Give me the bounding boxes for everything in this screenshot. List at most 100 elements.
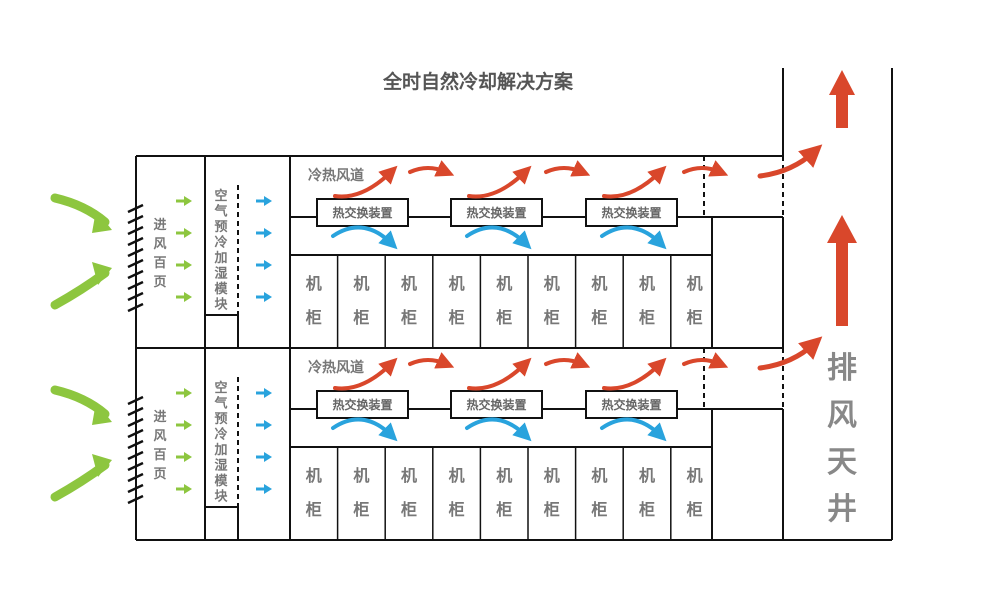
cabinet-char: 机 (449, 466, 465, 485)
cabinet: 机柜 (306, 466, 322, 519)
cabinet: 机柜 (479, 447, 512, 540)
cabinet-char: 机 (544, 274, 560, 293)
hot-air-arrow (602, 165, 667, 199)
heat-exchanger-label: 热交换装置 (601, 397, 661, 412)
intake-louver-char: 风 (153, 237, 166, 252)
small-intake-arrow-head (184, 484, 192, 494)
cabinet-char: 柜 (544, 308, 560, 327)
intake-louver (127, 395, 144, 505)
small-cold-arrow-head (264, 388, 272, 398)
cabinet-char: 柜 (591, 500, 607, 519)
hot-air-arrow (602, 357, 667, 391)
heat-exchanger: 热交换装置 (585, 357, 678, 442)
heat-exchanger-label: 热交换装置 (466, 205, 526, 220)
cabinet-char: 机 (449, 274, 465, 293)
cabinet-char: 机 (591, 274, 607, 293)
precool-module-char: 加 (213, 443, 227, 458)
cabinet-char: 机 (306, 274, 322, 293)
precool-module-char: 预 (214, 220, 227, 235)
cabinet-char: 机 (639, 274, 655, 293)
cabinet-char: 机 (496, 466, 512, 485)
cabinet-char: 机 (687, 466, 703, 485)
heat-exchanger-label: 热交换装置 (601, 205, 661, 220)
precool-module-char: 模 (214, 281, 228, 297)
cabinet-char: 柜 (306, 308, 322, 327)
duct-label: 冷热风道 (308, 359, 364, 376)
cabinet-char: 机 (544, 466, 560, 485)
heat-exchanger: 热交换装置 (316, 165, 409, 250)
cabinet: 机柜 (574, 255, 607, 348)
precool-module-char: 气 (214, 204, 227, 220)
heat-exchanger-label: 热交换装置 (466, 397, 526, 412)
heat-exchanger-label: 热交换装置 (332, 397, 392, 412)
cold-air-arrow (600, 225, 667, 250)
cabinet-char: 柜 (687, 500, 703, 519)
cabinet-char: 机 (401, 466, 417, 485)
cabinet-char: 柜 (496, 500, 512, 519)
cabinet-char: 柜 (639, 500, 655, 519)
intake-arrow-head (92, 210, 112, 233)
precool-module-char: 空 (214, 380, 227, 396)
small-cold-arrow-head (264, 260, 272, 270)
cabinet-char: 柜 (449, 308, 465, 327)
small-cold-arrow-head (264, 484, 272, 494)
small-intake-arrow-head (184, 420, 192, 430)
cabinet: 机柜 (622, 255, 655, 348)
cabinet: 机柜 (306, 274, 322, 327)
small-cold-arrow-head (264, 196, 272, 206)
precool-module-char: 加 (213, 251, 227, 266)
hot-air-arrow (408, 352, 455, 369)
duct-label: 冷热风道 (308, 167, 364, 184)
exhaust-arrow (757, 336, 823, 371)
cabinet-char: 机 (591, 466, 607, 485)
precool-module-char: 块 (214, 297, 228, 313)
intake-arrow-head (92, 262, 112, 285)
intake-louver (127, 203, 144, 313)
cabinet-char: 柜 (353, 500, 369, 519)
hot-air-arrow (333, 165, 398, 199)
precool-module-char: 空 (214, 188, 227, 204)
heat-exchanger-label: 热交换装置 (332, 205, 392, 220)
intake-louver-char: 百 (153, 256, 166, 271)
cabinet: 机柜 (384, 447, 417, 540)
cabinet-char: 机 (401, 274, 417, 293)
hot-air-arrow (544, 160, 591, 177)
cabinet-char: 柜 (544, 500, 560, 519)
shaft-char: 排 (827, 351, 857, 386)
hot-air-arrow (682, 352, 729, 369)
exhaust-arrow (757, 144, 823, 179)
cold-air-arrow (465, 225, 532, 250)
hot-air-arrow (682, 160, 729, 177)
intake-louver-char: 风 (153, 429, 166, 444)
precool-module-char: 块 (214, 489, 228, 505)
cabinet-char: 柜 (306, 500, 322, 519)
precool-module-char: 冷 (214, 427, 227, 443)
hot-air-arrow (467, 357, 532, 391)
exhaust-up-arrow (829, 70, 855, 128)
cabinet: 机柜 (574, 447, 607, 540)
cabinet: 机柜 (527, 447, 560, 540)
small-cold-arrow-head (264, 228, 272, 238)
small-intake-arrow-head (184, 388, 192, 398)
cabinet-char: 柜 (449, 500, 465, 519)
cabinet-char: 机 (496, 274, 512, 293)
cabinet: 机柜 (336, 447, 369, 540)
cabinet-char: 柜 (591, 308, 607, 327)
hot-air-arrow (467, 165, 532, 199)
cabinet-char: 柜 (639, 308, 655, 327)
exhaust-up-arrow (827, 215, 857, 326)
cabinet: 机柜 (527, 255, 560, 348)
hot-air-arrow (408, 160, 455, 177)
small-cold-arrow-head (264, 292, 272, 302)
cold-air-arrow (465, 417, 532, 442)
shaft-char: 天 (827, 445, 857, 480)
precool-module-char: 湿 (214, 267, 227, 282)
heat-exchanger: 热交换装置 (316, 357, 409, 442)
cabinet-char: 柜 (401, 500, 417, 519)
cabinet: 机柜 (432, 255, 465, 348)
cabinet-char: 机 (687, 274, 703, 293)
small-intake-arrow-head (184, 228, 192, 238)
small-intake-arrow-head (184, 292, 192, 302)
diagram-title: 全时自然冷却解决方案 (382, 70, 574, 93)
